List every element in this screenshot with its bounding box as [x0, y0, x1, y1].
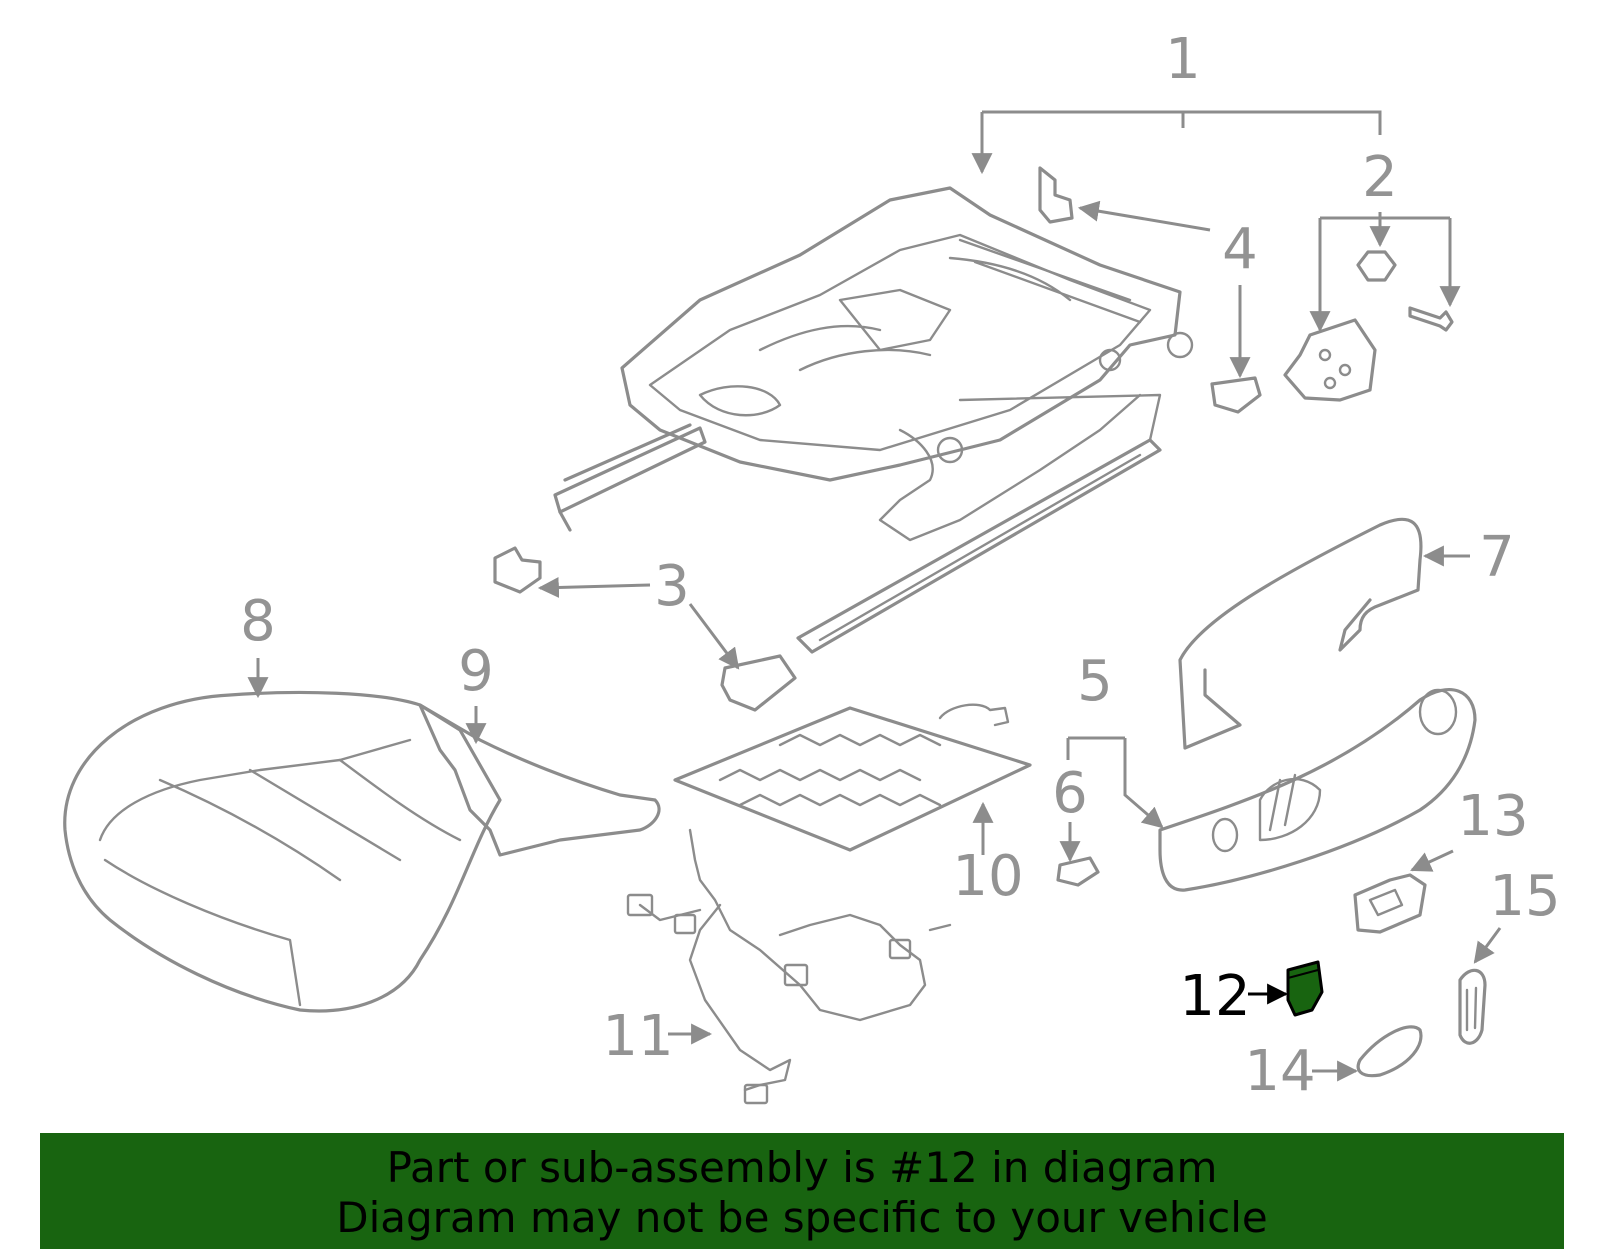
callout-14: 14 — [1244, 1039, 1315, 1104]
bracket-part-3 — [493, 546, 797, 712]
hinge-bracket-part — [1283, 250, 1454, 402]
callout-13: 13 — [1457, 784, 1528, 849]
side-shield-part — [1158, 688, 1477, 892]
callout-12-highlighted: 12 — [1179, 964, 1250, 1029]
banner-line-part-number: Part or sub-assembly is #12 in diagram — [386, 1143, 1218, 1192]
callout-6: 6 — [1052, 761, 1088, 826]
switch-part-13 — [1353, 873, 1427, 934]
seat-frame-part — [553, 186, 1194, 654]
cushion-cover-part — [418, 703, 661, 857]
knob-part-15 — [1458, 968, 1487, 1045]
switch-part-12-highlighted[interactable] — [1286, 960, 1324, 1017]
callout-8: 8 — [240, 589, 276, 654]
wiring-harness-part — [626, 828, 952, 1105]
callout-7: 7 — [1479, 525, 1515, 590]
callout-3: 3 — [654, 554, 690, 619]
banner-line-disclaimer: Diagram may not be specific to your vehi… — [336, 1193, 1268, 1242]
leader-lines — [247, 110, 1502, 1082]
callout-10: 10 — [952, 844, 1023, 909]
callout-5: 5 — [1077, 649, 1113, 714]
info-banner: Part or sub-assembly is #12 in diagram D… — [40, 1133, 1564, 1249]
callout-11: 11 — [602, 1004, 673, 1069]
clip-part-4 — [1038, 166, 1262, 414]
callout-9: 9 — [458, 639, 494, 704]
clip-part-6 — [1056, 856, 1100, 887]
knob-part-14 — [1356, 1025, 1423, 1078]
wire-frame-part — [1178, 517, 1423, 750]
callout-1: 1 — [1165, 27, 1201, 92]
seat-cushion-part — [63, 690, 502, 1013]
callout-15: 15 — [1489, 864, 1560, 929]
callout-4: 4 — [1222, 217, 1258, 282]
callout-2: 2 — [1362, 145, 1398, 210]
heater-mat-part — [673, 703, 1032, 852]
